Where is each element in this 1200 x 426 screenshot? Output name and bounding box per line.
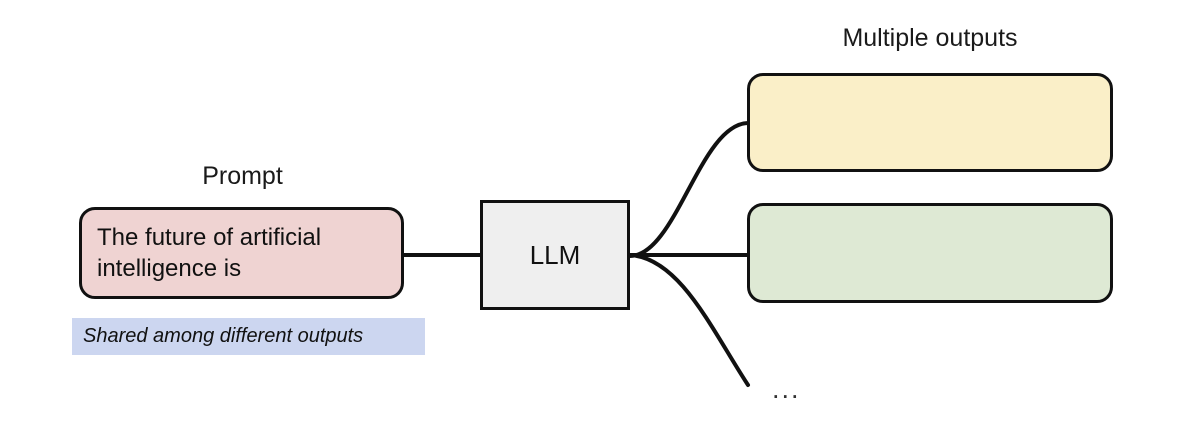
output-node-1[interactable] — [747, 73, 1113, 172]
llm-node[interactable]: LLM — [480, 200, 630, 310]
edge-llm-to-ellipsis — [628, 253, 750, 387]
llm-node-label: LLM — [529, 239, 581, 270]
outputs-title: Multiple outputs — [842, 24, 1018, 52]
edge-llm-to-output-1 — [628, 121, 750, 258]
prompt-node-label: The future of artificial intelligence is — [97, 224, 322, 282]
ellipsis-more-outputs: ... — [772, 374, 801, 404]
prompt-title: Prompt — [202, 162, 283, 190]
prompt-node[interactable]: The future of artificial intelligence is — [79, 207, 404, 299]
output-node-2[interactable] — [747, 203, 1113, 303]
shared-prompt-note-text: Shared among different outputs — [83, 325, 364, 347]
shared-prompt-note: Shared among different outputs — [72, 318, 425, 355]
